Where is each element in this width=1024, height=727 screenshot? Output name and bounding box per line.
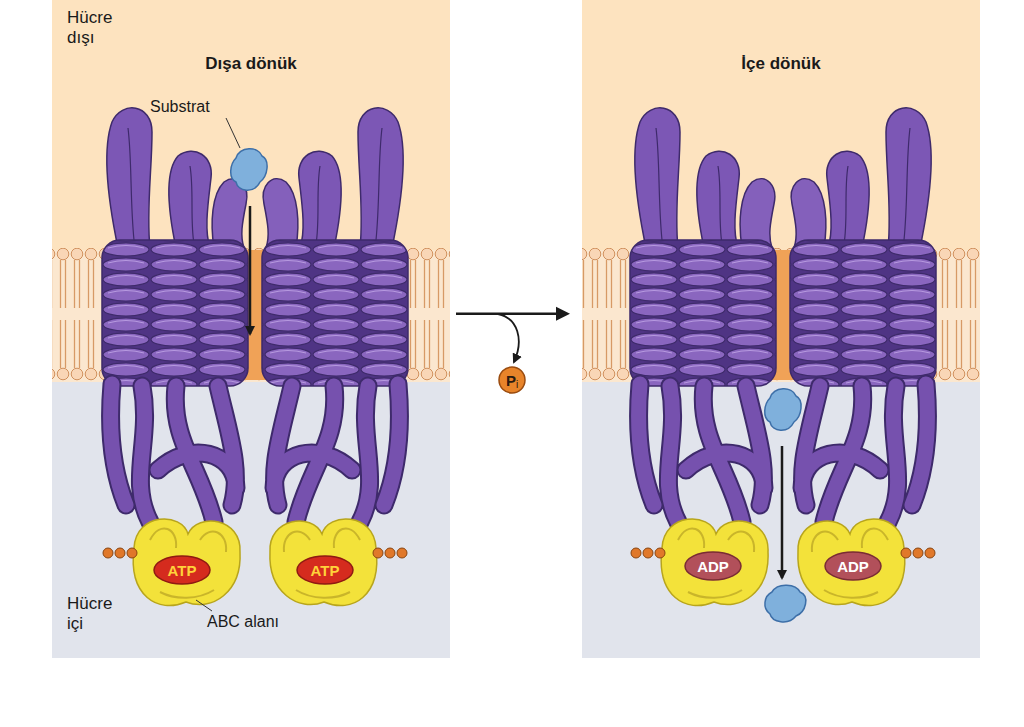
arrow-line: [456, 313, 558, 316]
left-panel-ground: [52, 0, 450, 658]
half-transporter: [630, 108, 776, 606]
molecule-label: ATP: [311, 562, 340, 579]
region-label: Hücre dışı: [67, 8, 129, 48]
substrate-molecules: [231, 149, 806, 622]
flow-arrows: [250, 206, 782, 578]
circle-outline: [499, 367, 525, 393]
molecule-label: ADP: [837, 558, 869, 575]
molecule-label: ADP: [697, 558, 729, 575]
molecule-label: ATP: [168, 562, 197, 579]
half-transporter: [790, 108, 936, 606]
arrow-head: [556, 307, 570, 321]
region-label: ABC alanı: [207, 612, 279, 631]
oval-outline: [685, 552, 741, 580]
oval-outline: [825, 552, 881, 580]
adp-oval: ADP: [824, 551, 882, 581]
symbol-text: P: [506, 372, 516, 389]
half-transporter: [262, 108, 408, 606]
leader-lines: [196, 118, 240, 611]
half-transporter: [102, 108, 248, 606]
oval-outline: [154, 556, 210, 584]
phosphate-circle: Pi: [498, 366, 526, 394]
panel-title: İçe dönük: [582, 54, 980, 74]
region-label: Substrat: [150, 97, 210, 116]
process-arrow: [456, 307, 570, 321]
region-label: Hücre içi: [67, 594, 127, 634]
outward-panel: Dışa dönükATP ATP: [52, 0, 450, 658]
transporter-halves: [102, 108, 936, 606]
panel-title: Dışa dönük: [52, 54, 450, 74]
inward-panel: İçe dönükADP ADP: [582, 0, 980, 658]
atp-oval: ATP: [153, 555, 211, 585]
adp-oval: ADP: [684, 551, 742, 581]
atp-oval: ATP: [296, 555, 354, 585]
right-panel-ground: [582, 0, 980, 658]
subscript-text: i: [516, 380, 518, 390]
oval-outline: [297, 556, 353, 584]
